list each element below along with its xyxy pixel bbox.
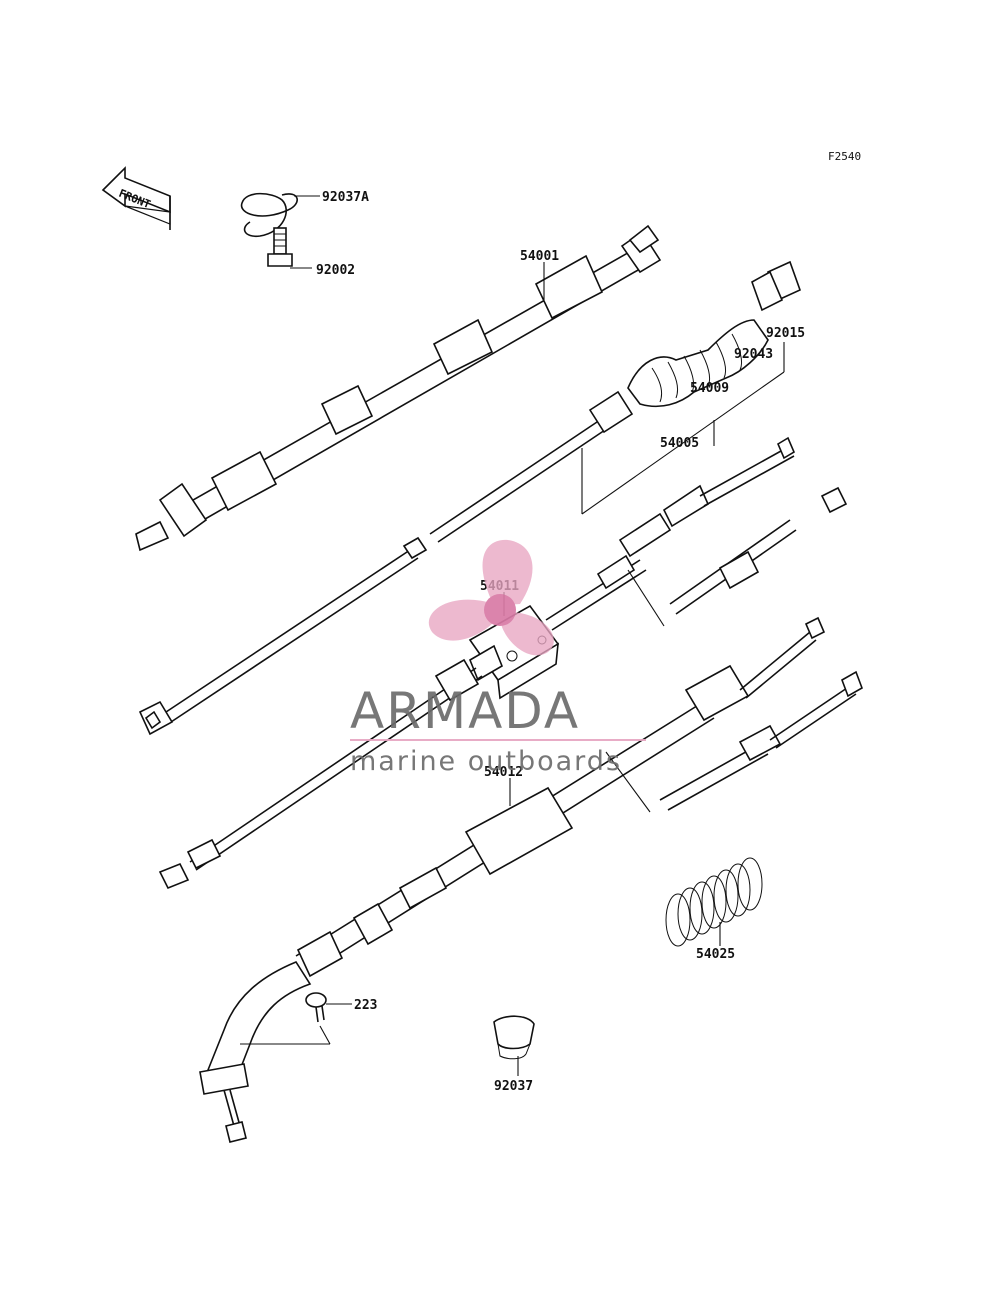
- label-92043: 92043: [734, 347, 773, 362]
- figure-code: F2540: [828, 150, 861, 163]
- cable-54001-icon: [135, 224, 662, 552]
- label-92015: 92015: [766, 326, 805, 341]
- label-54009: 54009: [690, 381, 729, 396]
- spring-54025-icon: [665, 857, 763, 947]
- label-92002: 92002: [316, 263, 355, 278]
- screw-223-icon: [240, 992, 352, 1045]
- front-arrow-icon: FRONT: [101, 166, 171, 230]
- label-92037: 92037: [494, 1079, 533, 1094]
- watermark-brand: ARMADA: [350, 682, 580, 740]
- label-54001: 54001: [520, 249, 559, 264]
- cable-54012-icon: [199, 616, 863, 1143]
- clamp-92037-icon: [493, 1015, 535, 1076]
- cable-lower-left-icon: [138, 536, 428, 736]
- label-54005: 54005: [660, 436, 699, 451]
- cable-54005-icon: [429, 260, 802, 543]
- watermark: ARMADA marine outboards: [350, 539, 646, 777]
- watermark-tagline: marine outboards: [350, 746, 622, 777]
- propeller-logo-icon: [428, 539, 554, 656]
- bolt-92002-icon: [267, 227, 312, 269]
- label-223: 223: [354, 998, 377, 1013]
- clip-92037a-icon: [240, 192, 320, 238]
- label-92037a: 92037A: [322, 190, 369, 205]
- label-54012: 54012: [484, 765, 523, 780]
- label-54025: 54025: [696, 947, 735, 962]
